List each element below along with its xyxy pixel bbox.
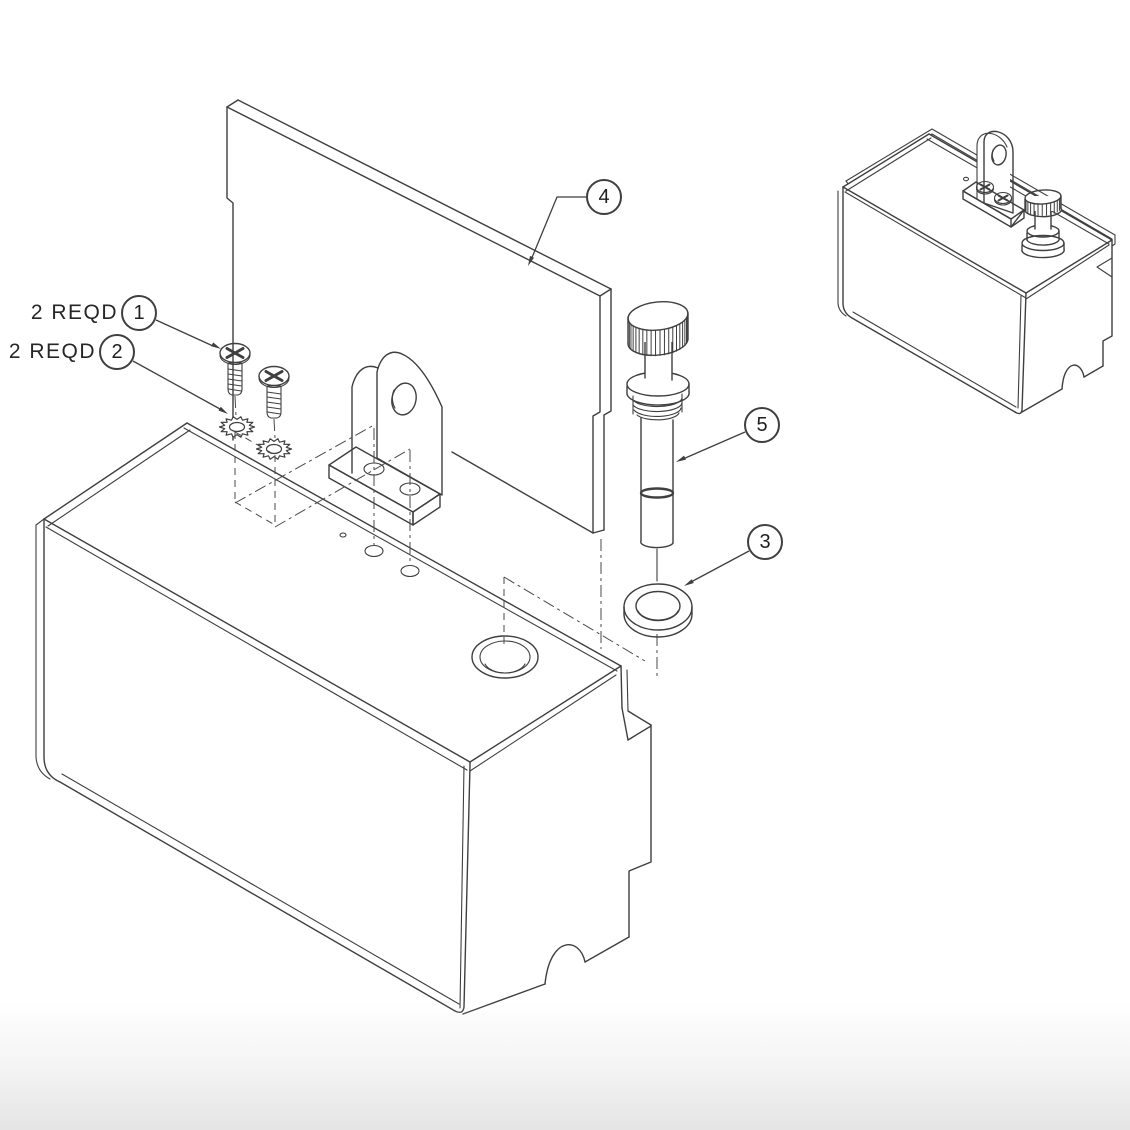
leader-arrow-4 [528,255,534,266]
assembled-screw-2 [993,191,1013,206]
screw-part-1b [258,365,290,419]
screw-part-1a [219,342,251,396]
lock-washer-part-2b [255,438,293,460]
construction-lines [234,424,646,662]
leader-arrow-3 [684,579,694,586]
leader-line-5 [682,431,746,460]
callout-balloon-3: 3 [747,524,783,560]
enclosure-box-part [35,422,652,1015]
knurl-texture [628,315,689,357]
leader-line-2 [132,360,221,410]
qty-note-callout-1: 2 REQD [30,301,118,324]
callout-balloon-4: 4 [586,179,622,215]
assembled-view [837,128,1116,415]
exploded-view [35,99,693,1015]
leader-line-1 [155,319,214,347]
leader-lines [132,196,750,586]
callout-balloon-2: 2 [99,334,135,370]
ring-part-3 [623,583,693,638]
assembled-thumbscrew [1021,189,1065,259]
leader-line-3 [690,550,750,583]
callout-balloon-1: 1 [121,295,157,331]
qty-note-callout-2: 2 REQD [8,340,96,363]
leader-arrow-5 [676,455,686,462]
leader-arrow-1 [211,342,221,349]
lock-washer-part-2a [218,416,256,438]
back-panel-part [226,99,612,534]
assembled-bracket [962,130,1025,228]
leader-line-4 [530,196,586,261]
assembled-box [837,133,1113,415]
leader-arrow-2 [218,406,228,414]
plunger-part-5 [626,301,690,676]
assembled-screw-1 [975,180,995,195]
callout-balloon-5: 5 [744,407,780,443]
l-bracket-part [328,351,443,526]
knurl-texture-small [1025,197,1062,217]
